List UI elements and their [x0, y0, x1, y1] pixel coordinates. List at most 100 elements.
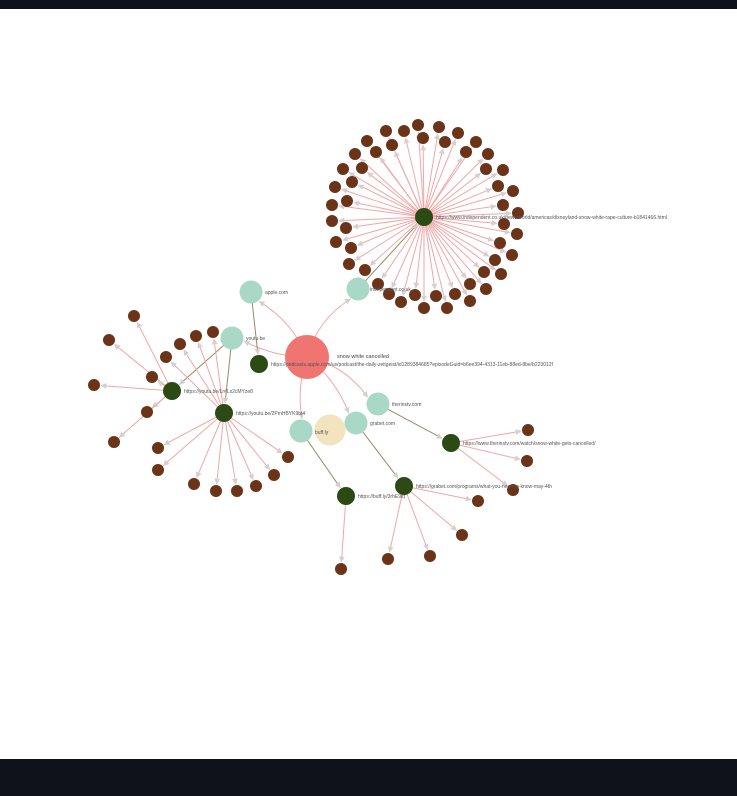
leaf-node-indep-42[interactable] — [383, 288, 395, 300]
url-node-grab[interactable] — [395, 477, 413, 495]
leaf-node-indep-0[interactable] — [412, 119, 424, 131]
leaf-node-grab-2[interactable] — [424, 550, 436, 562]
url-node-podcast[interactable] — [250, 355, 268, 373]
leaf-node-yt2-2[interactable] — [190, 330, 202, 342]
edge-indep-leaf-24 — [359, 158, 425, 218]
leaf-node-indep-38[interactable] — [464, 278, 476, 290]
leaf-node-indep-16[interactable] — [372, 278, 384, 290]
buffly-halo-node[interactable] — [314, 414, 346, 446]
leaf-node-indep-8[interactable] — [511, 228, 523, 240]
leaf-node-yt2-5[interactable] — [152, 464, 164, 476]
leaf-node-rins-1[interactable] — [521, 455, 533, 467]
root-node[interactable] — [285, 335, 329, 379]
leaf-node-yt2-8[interactable] — [231, 485, 243, 497]
leaf-node-indep-27[interactable] — [398, 125, 410, 137]
domain-node-independent[interactable] — [346, 277, 370, 301]
edge-indep-leaf-40 — [423, 216, 438, 290]
edge-grab-leaf-2 — [403, 485, 429, 551]
leaf-node-indep-5[interactable] — [497, 164, 509, 176]
leaf-node-indep-12[interactable] — [464, 295, 476, 307]
leaf-node-indep-32[interactable] — [492, 180, 504, 192]
leaf-node-indep-37[interactable] — [478, 266, 490, 278]
leaf-node-indep-19[interactable] — [330, 236, 342, 248]
leaf-node-indep-45[interactable] — [341, 195, 353, 207]
url-node-yt2[interactable] — [215, 404, 233, 422]
leaf-node-indep-26[interactable] — [380, 125, 392, 137]
leaf-node-indep-28[interactable] — [417, 132, 429, 144]
leaf-node-yt2-6[interactable] — [188, 478, 200, 490]
leaf-node-yt2-9[interactable] — [250, 480, 262, 492]
leaf-node-rins-0[interactable] — [522, 424, 534, 436]
edge-indep-leaf-18 — [354, 216, 425, 261]
leaf-node-yt1-0[interactable] — [128, 310, 140, 322]
edge-indep-leaf-46 — [357, 184, 425, 218]
leaf-node-indep-44[interactable] — [340, 222, 352, 234]
leaf-node-indep-7[interactable] — [512, 207, 524, 219]
leaf-node-indep-11[interactable] — [480, 283, 492, 295]
leaf-node-indep-9[interactable] — [506, 249, 518, 261]
leaf-node-indep-48[interactable] — [370, 146, 382, 158]
leaf-node-indep-21[interactable] — [326, 199, 338, 211]
leaf-node-indep-35[interactable] — [494, 237, 506, 249]
url-node-yt1[interactable] — [163, 382, 181, 400]
leaf-node-indep-15[interactable] — [395, 296, 407, 308]
domain-node-grabet[interactable] — [344, 411, 368, 435]
leaf-node-indep-1[interactable] — [433, 121, 445, 133]
leaf-node-yt2-4[interactable] — [152, 442, 164, 454]
leaf-node-indep-10[interactable] — [495, 268, 507, 280]
leaf-node-indep-30[interactable] — [460, 146, 472, 158]
leaf-node-indep-31[interactable] — [480, 163, 492, 175]
leaf-node-indep-46[interactable] — [346, 176, 358, 188]
leaf-node-indep-25[interactable] — [361, 135, 373, 147]
leaf-node-yt1-1[interactable] — [103, 334, 115, 346]
leaf-node-indep-49[interactable] — [386, 139, 398, 151]
domain-node-buffly-front[interactable] — [289, 419, 313, 443]
leaf-node-indep-47[interactable] — [356, 162, 368, 174]
leaf-node-grab-0[interactable] — [472, 495, 484, 507]
leaf-node-indep-4[interactable] — [482, 148, 494, 160]
leaf-node-grab-3[interactable] — [382, 553, 394, 565]
leaf-node-indep-23[interactable] — [337, 163, 349, 175]
leaf-node-yt1-2[interactable] — [88, 379, 100, 391]
leaf-node-indep-36[interactable] — [489, 254, 501, 266]
leaf-node-indep-33[interactable] — [497, 199, 509, 211]
leaf-node-indep-34[interactable] — [498, 218, 510, 230]
leaf-node-rins-2[interactable] — [507, 484, 519, 496]
leaf-node-yt2-0[interactable] — [160, 351, 172, 363]
leaf-node-indep-3[interactable] — [470, 136, 482, 148]
leaf-node-yt2-3[interactable] — [207, 326, 219, 338]
leaf-node-indep-20[interactable] — [326, 215, 338, 227]
leaf-node-yt1-3[interactable] — [146, 371, 158, 383]
leaf-node-indep-13[interactable] — [441, 302, 453, 314]
leaf-node-yt2-7[interactable] — [210, 485, 222, 497]
edge-yt2-leaf-11 — [223, 412, 283, 454]
url-node-rins[interactable] — [442, 434, 460, 452]
leaf-node-indep-17[interactable] — [359, 264, 371, 276]
leaf-node-indep-14[interactable] — [418, 302, 430, 314]
leaf-node-indep-39[interactable] — [449, 288, 461, 300]
leaf-node-yt1-4[interactable] — [141, 406, 153, 418]
leaf-node-yt2-1[interactable] — [174, 338, 186, 350]
leaf-node-indep-2[interactable] — [452, 127, 464, 139]
url-node-indep[interactable] — [415, 208, 433, 226]
leaf-node-indep-6[interactable] — [507, 185, 519, 197]
leaf-node-indep-43[interactable] — [345, 242, 357, 254]
leaf-node-yt2-10[interactable] — [268, 469, 280, 481]
edge-buffly-buff — [300, 430, 341, 489]
leaf-node-yt2-11[interactable] — [282, 451, 294, 463]
leaf-node-indep-24[interactable] — [349, 148, 361, 160]
url-node-buff[interactable] — [337, 487, 355, 505]
leaf-node-indep-41[interactable] — [409, 289, 421, 301]
leaf-node-indep-18[interactable] — [343, 258, 355, 270]
leaf-node-indep-29[interactable] — [439, 136, 451, 148]
leaf-node-yt1-5[interactable] — [108, 436, 120, 448]
edge-indep-leaf-1 — [423, 133, 440, 218]
domain-node-apple[interactable] — [239, 280, 263, 304]
domain-node-therinstv[interactable] — [366, 392, 390, 416]
leaf-node-grab-1[interactable] — [456, 529, 468, 541]
leaf-node-indep-22[interactable] — [329, 181, 341, 193]
domain-node-youtube[interactable] — [220, 326, 244, 350]
leaf-node-indep-40[interactable] — [430, 290, 442, 302]
leaf-node-buff-0[interactable] — [335, 563, 347, 575]
